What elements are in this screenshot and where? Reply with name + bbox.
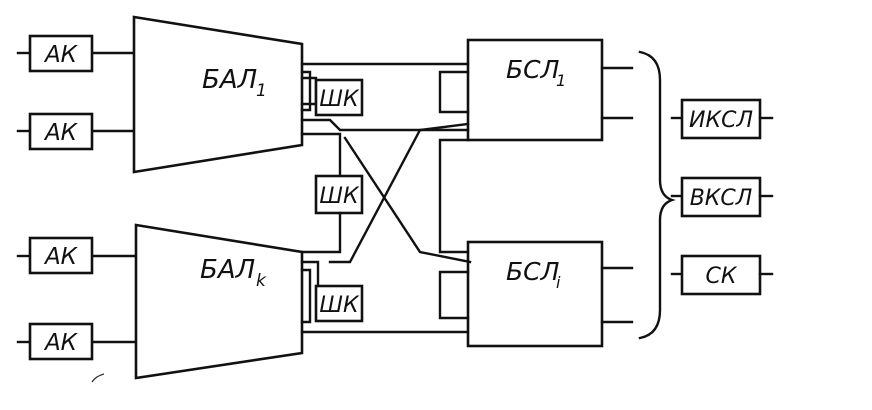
bal-bottom-label: БАЛ [200, 255, 255, 285]
ak-label-2: АК [43, 120, 79, 146]
cross-lines [328, 122, 472, 264]
bsl-top-loop [438, 70, 470, 114]
ak-output-lines [90, 51, 136, 344]
shk-label-3: ШК [319, 293, 360, 318]
bsl-top-label: БСЛ [506, 55, 560, 84]
bsl-bottom-subscript: i [556, 273, 561, 292]
shk-block-1: ШК [314, 78, 364, 117]
ak-block-3: АК [28, 236, 94, 275]
grouping-brace [638, 50, 676, 340]
ak-input-lines [16, 51, 32, 344]
ak-label-3: АК [43, 244, 79, 270]
right-block-2: ВКСЛ [670, 176, 774, 218]
bsl-top-subscript: 1 [556, 71, 566, 90]
bal-top-label: БАЛ [202, 65, 257, 95]
shk-block-3: ШК [314, 284, 364, 323]
bal-bottom-block: БАЛ k [134, 223, 304, 380]
bsl-outputs [600, 66, 634, 324]
stray-mark [91, 373, 105, 383]
shk-label-1: ШК [319, 87, 360, 112]
right-block-3: СК [670, 254, 774, 296]
bal-bottom-subscript: k [256, 271, 267, 291]
top-connections [300, 62, 470, 177]
ak-block-4: АК [28, 322, 94, 361]
right-block-1-label: ИКСЛ [689, 108, 753, 133]
right-block-3-label: СК [706, 264, 738, 289]
ak-block-1: АК [28, 34, 94, 73]
right-block-2-label: ВКСЛ [690, 186, 753, 211]
middle-connections [300, 211, 342, 324]
shk-block-2: ШК [314, 174, 364, 215]
bsl-bottom-loop [438, 270, 470, 320]
bsl-bottom-block: БСЛ i [466, 240, 604, 348]
bsl-top-block: БСЛ 1 [466, 38, 604, 142]
bsl-vertical-link [438, 138, 470, 254]
bsl-bottom-label: БСЛ [506, 257, 560, 286]
ak-block-2: АК [28, 112, 94, 151]
shk-label-2: ШК [319, 184, 360, 209]
right-block-1: ИКСЛ [670, 98, 774, 140]
ak-label-1: АК [43, 42, 79, 68]
bal-top-subscript: 1 [256, 81, 267, 101]
bal-top-block: БАЛ 1 [132, 15, 304, 174]
ak-label-4: АК [43, 330, 79, 356]
